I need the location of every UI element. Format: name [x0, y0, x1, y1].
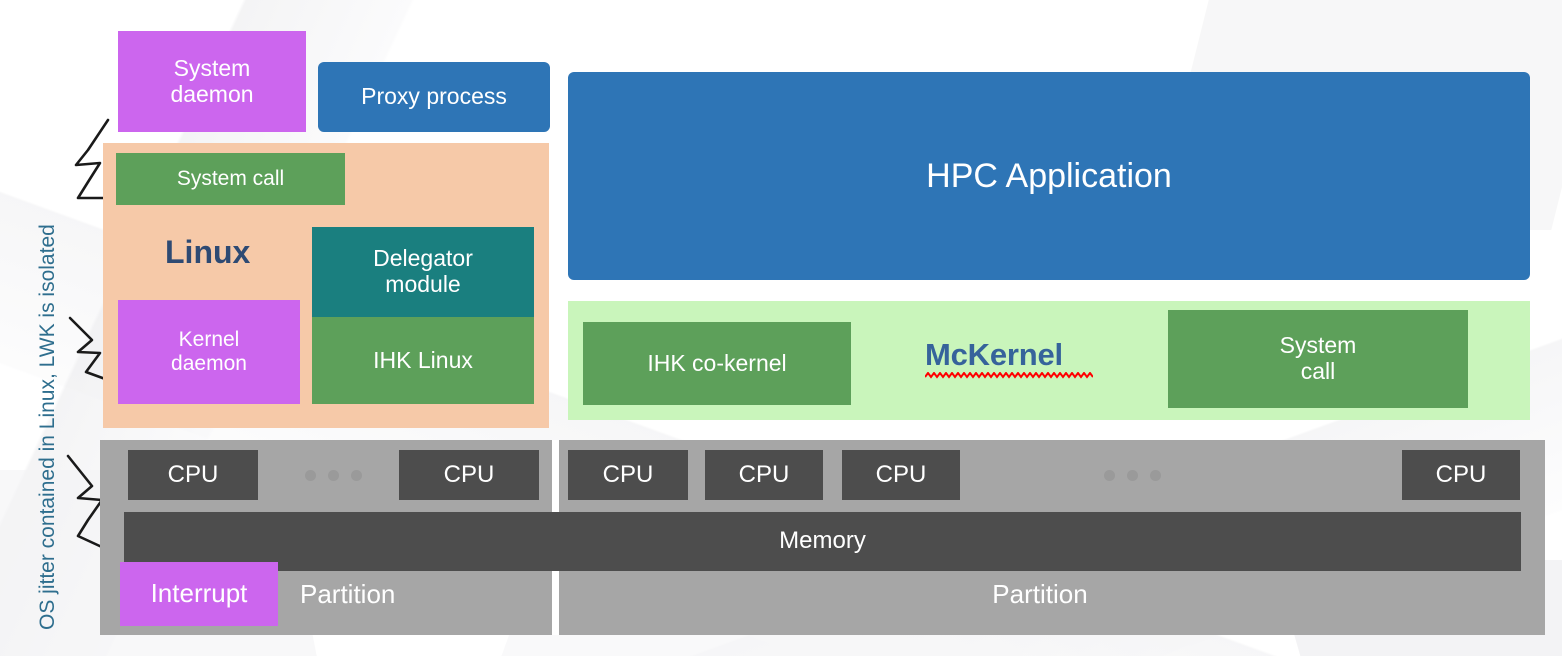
cpu-label: CPU	[1435, 460, 1487, 488]
side-caption: OS jitter contained in Linux, LWK is iso…	[36, 224, 59, 630]
lwk-system-call-box[interactable]: System call	[1168, 310, 1468, 408]
spellcheck-squiggle-icon	[925, 372, 1093, 379]
partition-label: Partition	[300, 579, 396, 610]
cpu-label: CPU	[167, 460, 219, 488]
delegator-module-label-line2: module	[385, 271, 461, 297]
delegator-module-label-line1: Delegator	[373, 245, 473, 272]
cpu-label: CPU	[875, 460, 927, 488]
cpu-box-left-1[interactable]: CPU	[128, 450, 258, 500]
interrupt-callout[interactable]: Interrupt	[120, 562, 278, 626]
partition-label-left: Partition	[300, 572, 540, 618]
memory-bar[interactable]: Memory	[124, 512, 1521, 571]
system-daemon-label-line1: System	[173, 54, 251, 81]
cpu-box-left-2[interactable]: CPU	[399, 450, 539, 500]
ihk-linux-label: IHK Linux	[373, 346, 473, 373]
ihk-co-kernel-label: IHK co-kernel	[647, 349, 787, 376]
memory-label: Memory	[779, 527, 866, 555]
hpc-application-label: HPC Application	[926, 156, 1172, 195]
system-daemon-box[interactable]: System daemon	[118, 31, 306, 132]
mckernel-label: McKernel	[925, 337, 1063, 372]
kernel-daemon-label-line2: daemon	[171, 352, 247, 375]
cpu-ellipsis-left	[305, 470, 362, 481]
ihk-co-kernel-box[interactable]: IHK co-kernel	[583, 322, 851, 405]
partition-label-right: Partition	[560, 572, 1520, 618]
cpu-ellipsis-right	[1104, 470, 1161, 481]
cpu-box-right-1[interactable]: CPU	[568, 450, 688, 500]
proxy-process-label: Proxy process	[361, 83, 507, 110]
system-daemon-label-line2: daemon	[170, 80, 254, 107]
cpu-label: CPU	[602, 460, 654, 488]
linux-system-call-label: System call	[176, 167, 285, 191]
cpu-label: CPU	[443, 460, 495, 488]
lwk-system-call-label-line2: call	[1300, 358, 1336, 384]
zigzag-connector-bottom	[66, 454, 106, 550]
interrupt-label: Interrupt	[150, 578, 248, 609]
kernel-daemon-label-line1: Kernel	[178, 328, 240, 352]
partition-label: Partition	[992, 579, 1088, 610]
ihk-linux-box[interactable]: IHK Linux	[312, 317, 534, 404]
kernel-daemon-box[interactable]: Kernel daemon	[118, 300, 300, 404]
lwk-system-call-label-line1: System	[1279, 332, 1357, 359]
cpu-label: CPU	[738, 460, 790, 488]
linux-system-call-box[interactable]: System call	[116, 153, 345, 205]
cpu-box-right-2[interactable]: CPU	[705, 450, 823, 500]
proxy-process-box[interactable]: Proxy process	[318, 62, 550, 132]
cpu-box-right-3[interactable]: CPU	[842, 450, 960, 500]
linux-label: Linux	[165, 234, 251, 270]
delegator-module-box[interactable]: Delegator module	[312, 227, 534, 317]
hpc-application-box[interactable]: HPC Application	[568, 72, 1530, 280]
cpu-box-right-4[interactable]: CPU	[1402, 450, 1520, 500]
